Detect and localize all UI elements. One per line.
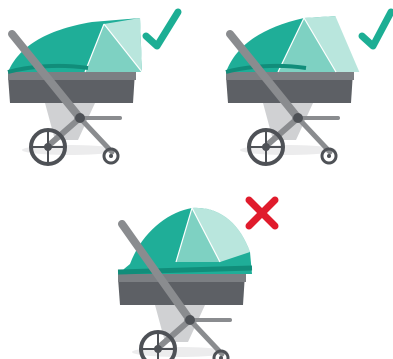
stroller-illustration-3 — [118, 208, 252, 359]
stroller-illustration-1 — [8, 18, 142, 164]
checkmark-icon — [362, 12, 391, 46]
panel-3 — [118, 200, 275, 359]
panel-2 — [226, 12, 391, 164]
checkmark-icon — [146, 12, 178, 46]
panel-1 — [8, 12, 178, 164]
stroller-illustration-2 — [226, 16, 360, 164]
cross-icon — [249, 200, 275, 226]
